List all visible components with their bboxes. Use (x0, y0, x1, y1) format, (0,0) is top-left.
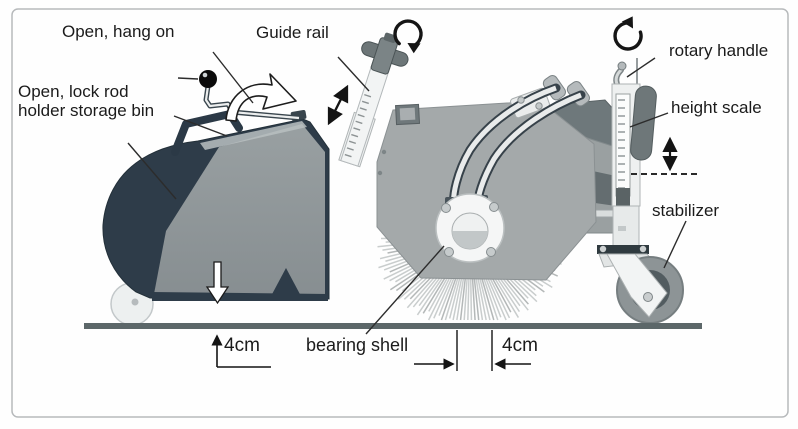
label-rotary-handle: rotary handle (669, 41, 769, 60)
lock-rod (204, 85, 300, 120)
leader-line (212, 51, 254, 104)
storage-bin-side-view (102, 70, 330, 326)
bin-top-face (200, 121, 307, 150)
plate-rivet (377, 170, 383, 176)
ball-knob (199, 70, 217, 88)
ball-knob-highlight (202, 72, 208, 78)
leader-line (365, 245, 445, 335)
caster-bracket (597, 245, 649, 254)
hydraulic-hoses (449, 75, 590, 212)
label-height-scale: height scale (671, 98, 762, 117)
label-open-hang-on: Open, hang on (62, 22, 175, 41)
leader-line (337, 56, 370, 92)
bin-notch (270, 268, 302, 298)
stabilizer-caster (597, 245, 684, 324)
curved-arrow-icon (225, 73, 297, 122)
side-pad (630, 85, 657, 161)
leader-line (177, 77, 199, 80)
guide-rail-assembly (338, 32, 409, 168)
leader-line (663, 220, 687, 269)
wing-knob-cap (383, 32, 397, 43)
leader-line (629, 112, 669, 128)
corner-bracket (395, 103, 421, 126)
label-bearing-shell: bearing shell (306, 335, 409, 355)
height-scale-strip (615, 93, 631, 197)
left-clearance-dimension (211, 334, 271, 368)
clamp-bolt (535, 102, 543, 110)
figure-frame (11, 8, 789, 418)
sweeper-housing-plate (376, 100, 597, 281)
down-arrow-icon (205, 261, 230, 305)
clamp-bolt (517, 96, 525, 104)
height-adjuster-column (611, 58, 657, 253)
caster-fork (606, 253, 668, 318)
label-guide-rail: Guide rail (256, 23, 329, 42)
wheel-hub (131, 298, 139, 306)
fork-bolt (643, 292, 653, 302)
leader-line (127, 142, 177, 200)
rotation-arrow-icon (607, 11, 652, 56)
scale-tick-marks (618, 99, 625, 189)
right-clearance-dimension (414, 330, 531, 371)
ground-line (84, 323, 702, 329)
rotary-handle-crank (614, 68, 623, 86)
rotation-arrow-icon (390, 17, 426, 56)
rotary-handle-knob (617, 61, 627, 71)
leader-line (173, 115, 228, 137)
label-open-lock-rod: Open, lock rod holder storage bin (18, 82, 155, 120)
leader-line (626, 57, 656, 78)
bearing-shell-flange (435, 193, 505, 263)
dimension-left-4cm: 4cm (224, 335, 260, 356)
leader-lines (127, 51, 687, 335)
dimension-right-4cm: 4cm (502, 335, 538, 356)
rail-tick-marks (344, 93, 372, 158)
label-stabilizer: stabilizer (652, 201, 720, 220)
bin-front-panel (154, 124, 325, 296)
double-arrow-diagonal-icon (327, 84, 349, 126)
plate-rivet (381, 149, 387, 155)
